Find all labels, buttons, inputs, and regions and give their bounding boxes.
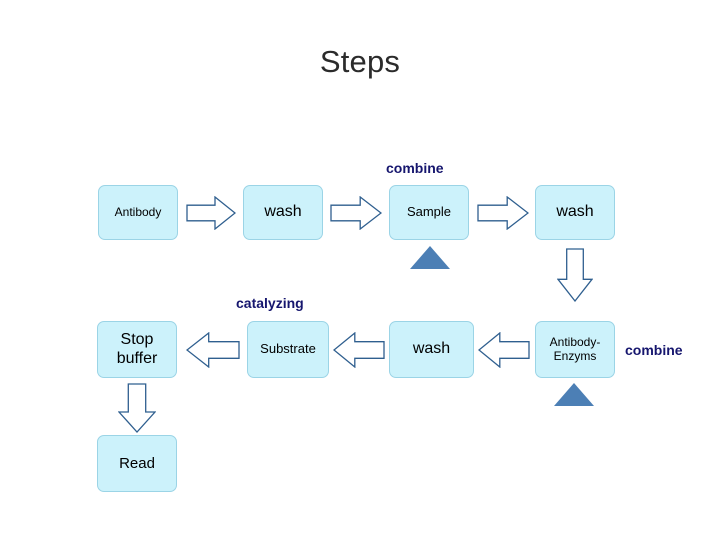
node-label: Antibody — [114, 204, 162, 219]
node-label: Substrate — [260, 341, 316, 357]
node-label: Stop buffer — [116, 331, 158, 367]
node-substrate[interactable]: Substrate — [247, 321, 329, 378]
node-label: wash — [264, 203, 302, 221]
arrow-antibody-to-wash1 — [186, 195, 237, 231]
node-label: Read — [119, 454, 155, 472]
triangle-marker-under-antibody-enzyms — [554, 383, 594, 406]
arrow-stop-to-read — [117, 383, 157, 433]
page-title: Steps — [319, 44, 401, 79]
node-stop-buffer[interactable]: Stop buffer — [97, 321, 177, 378]
node-label: Antibody- Enzyms — [549, 334, 601, 363]
arrow-wash1-to-sample — [330, 195, 383, 231]
arrow-substrate-to-stop — [185, 331, 240, 369]
node-label: Sample — [406, 204, 452, 220]
label-combine-right: combine — [625, 342, 683, 358]
triangle-marker-under-sample — [410, 246, 450, 269]
node-wash1[interactable]: wash — [243, 185, 323, 240]
arrow-wash2-to-antibody-enzyms — [556, 248, 594, 303]
node-antibody[interactable]: Antibody — [98, 185, 178, 240]
arrow-wash3-to-substrate — [332, 331, 385, 369]
node-wash2[interactable]: wash — [535, 185, 615, 240]
node-label: wash — [556, 203, 594, 221]
arrow-sample-to-wash2 — [477, 195, 530, 231]
node-sample[interactable]: Sample — [389, 185, 469, 240]
label-combine-top: combine — [386, 160, 444, 176]
label-catalyzing: catalyzing — [236, 295, 304, 311]
node-read[interactable]: Read — [97, 435, 177, 492]
node-label: wash — [412, 340, 451, 358]
node-wash3[interactable]: wash — [389, 321, 474, 378]
node-antibody-enzyms[interactable]: Antibody- Enzyms — [535, 321, 615, 378]
arrow-antibody-enzyms-to-wash3 — [477, 331, 530, 369]
